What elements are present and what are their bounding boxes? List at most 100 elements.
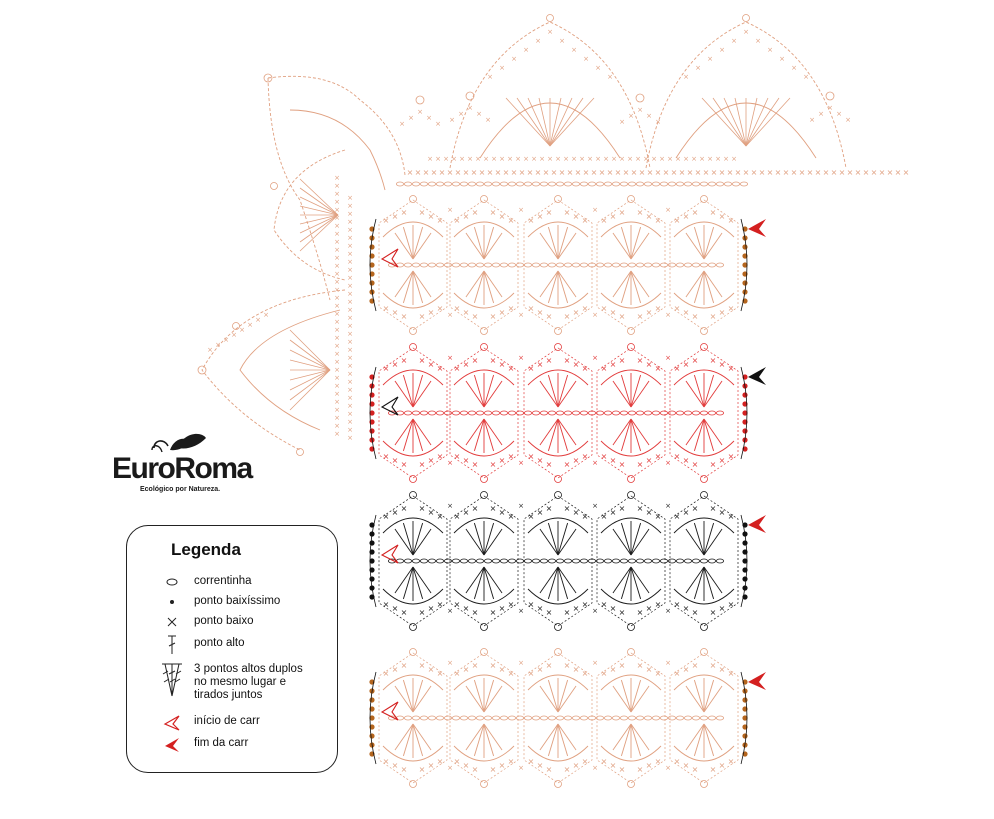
stitch-mark: × xyxy=(537,508,544,517)
stitch-mark: × xyxy=(511,55,517,63)
stitch-mark: × xyxy=(490,208,497,217)
stitch-mark: × xyxy=(683,665,690,674)
stitch-mark: × xyxy=(463,212,470,221)
row-start-arrow-icon xyxy=(380,396,399,416)
stitch-mark: × xyxy=(472,208,479,217)
stitch-mark: × xyxy=(719,212,726,221)
stitch-mark: × xyxy=(607,168,614,177)
stitch-mark: × xyxy=(655,364,662,373)
stitch-mark: × xyxy=(719,508,726,517)
stitch-mark: × xyxy=(691,155,697,163)
stitch-mark: × xyxy=(563,155,569,163)
stitch-mark: × xyxy=(508,600,515,609)
stitch-mark: × xyxy=(334,342,340,350)
stitch-mark: × xyxy=(523,46,529,54)
stitch-mark: × xyxy=(528,600,535,609)
stitch-mark: × xyxy=(334,294,340,302)
stitch-mark: × xyxy=(392,212,399,221)
legend-item-row-end: fim da carr xyxy=(127,734,337,754)
stitch-mark: × xyxy=(334,262,340,270)
motif-bands: ××××××××××××××××××××××××××××××××××××××××… xyxy=(369,195,766,788)
stitch-mark: × xyxy=(615,168,622,177)
stitch-mark: × xyxy=(637,608,644,617)
motif: ×××××××××××××× xyxy=(449,648,524,788)
stitch-mark: × xyxy=(463,168,470,177)
stitch-mark: × xyxy=(546,312,553,321)
stitch-mark: × xyxy=(447,206,453,214)
row-start-arrow-icon xyxy=(380,701,399,721)
stitch-mark: × xyxy=(475,155,481,163)
stitch-mark: × xyxy=(583,55,589,63)
stitch-mark: × xyxy=(683,604,690,613)
stitch-mark: × xyxy=(710,460,717,469)
stitch-mark: × xyxy=(619,208,626,217)
stitch-mark: × xyxy=(631,168,638,177)
stitch-mark: × xyxy=(807,168,814,177)
stitch-mark: × xyxy=(347,226,353,234)
stitch-mark: × xyxy=(601,452,608,461)
stitch-mark: × xyxy=(687,168,694,177)
stitch-mark: × xyxy=(490,661,497,670)
stitch-mark: × xyxy=(610,212,617,221)
stitch-mark: × xyxy=(447,354,453,362)
motif: ×××××××××××××× xyxy=(378,491,453,631)
stitch-mark: × xyxy=(537,308,544,317)
stitch-mark: × xyxy=(347,266,353,274)
stitch-mark: × xyxy=(799,168,806,177)
chain-row xyxy=(387,558,725,564)
stitch-mark: × xyxy=(472,504,479,513)
stitch-mark: × xyxy=(692,312,699,321)
stitch-mark: × xyxy=(463,665,470,674)
stitch-mark: × xyxy=(719,665,726,674)
stitch-mark: × xyxy=(443,155,449,163)
row-start-arrow-icon xyxy=(380,544,399,564)
stitch-mark: × xyxy=(454,216,461,225)
stitch-mark: × xyxy=(454,452,461,461)
scallop: ××××××××××× xyxy=(645,14,847,169)
stitch-mark: × xyxy=(637,312,644,321)
stitch-mark: × xyxy=(334,238,340,246)
stitch-mark: × xyxy=(646,761,653,770)
brand-tagline: Ecológico por Natureza. xyxy=(140,486,221,493)
stitch-mark: × xyxy=(637,356,644,365)
stitch-mark: × xyxy=(546,608,553,617)
stitch-mark: × xyxy=(592,206,598,214)
stitch-mark: × xyxy=(692,356,699,365)
stitch-mark: × xyxy=(419,208,426,217)
stitch-mark: × xyxy=(728,452,735,461)
stitch-mark: × xyxy=(347,218,353,226)
stitch-mark: × xyxy=(735,168,742,177)
stitch-mark: × xyxy=(401,208,408,217)
stitch-mark: × xyxy=(692,661,699,670)
stitch-mark: × xyxy=(751,168,758,177)
stitch-mark: × xyxy=(490,460,497,469)
stitch-mark: × xyxy=(537,360,544,369)
stitch-mark: × xyxy=(692,765,699,774)
stitch-mark: × xyxy=(587,155,593,163)
stitch-mark: × xyxy=(383,304,390,313)
stitch-mark: × xyxy=(592,502,598,510)
stitch-mark: × xyxy=(490,356,497,365)
stitch-mark: × xyxy=(447,168,454,177)
legend-label: fim da carr xyxy=(194,737,249,749)
stitch-mark: × xyxy=(408,114,414,122)
stitch-mark: × xyxy=(334,366,340,374)
stitch-mark: × xyxy=(707,55,713,63)
stitch-mark: × xyxy=(499,604,506,613)
stitch-mark: × xyxy=(428,508,435,517)
stitch-mark: × xyxy=(592,764,598,772)
stitch-mark: × xyxy=(803,73,809,81)
stitch-mark: × xyxy=(647,168,654,177)
stitch-mark: × xyxy=(546,765,553,774)
stitch-mark: × xyxy=(564,356,571,365)
stitch-mark: × xyxy=(463,456,470,465)
stitch-mark: × xyxy=(619,118,625,126)
stitch-mark: × xyxy=(334,350,340,358)
stitch-mark: × xyxy=(347,290,353,298)
stitch-mark: × xyxy=(683,456,690,465)
stitch-mark: × xyxy=(571,155,577,163)
stitch-mark: × xyxy=(334,278,340,286)
corner-edging: ××××××××××××××××××××××××××××××××××××××××… xyxy=(263,73,406,442)
stitch-mark: × xyxy=(710,608,717,617)
lace-border-edging: ××××××××××××××××××××××××××××××××××××××××… xyxy=(197,14,909,456)
